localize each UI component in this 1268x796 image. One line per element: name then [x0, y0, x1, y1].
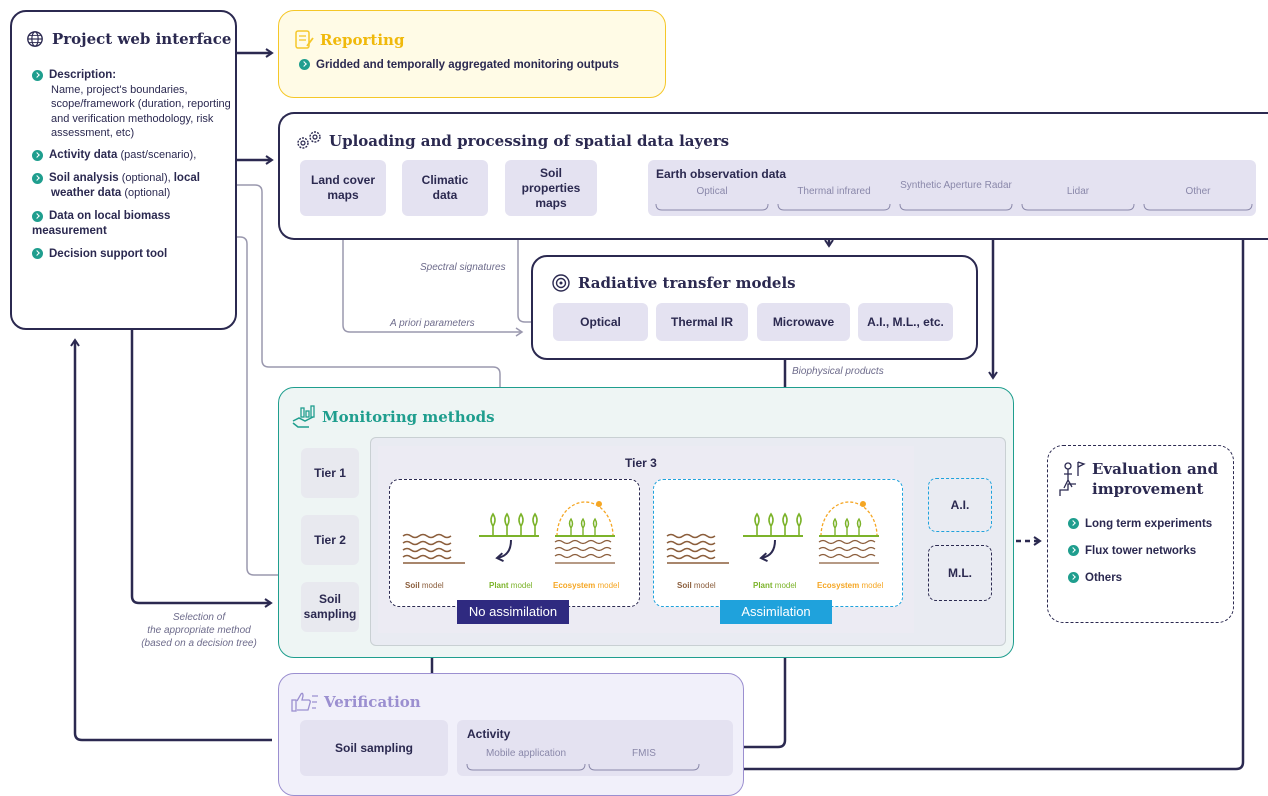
rtm-microwave-box: Microwave [757, 303, 850, 341]
list-item: Others [1068, 572, 1212, 584]
verification-soil-sampling-box: Soil sampling [300, 720, 448, 776]
globe-icon [27, 31, 43, 47]
tier-1: Tier 1 [301, 448, 359, 498]
reporting-panel: Reporting Gridded and temporally aggrega… [278, 10, 666, 98]
eo-other: Other [1185, 186, 1211, 197]
reporting-title: Reporting [320, 31, 405, 49]
check-circle-icon [32, 210, 43, 222]
soil-layers-icon [666, 533, 729, 564]
eo-sar: Synthetic Aperture Radar [900, 180, 1012, 191]
exchange-arrow-icon [759, 539, 776, 563]
list-item: Description: Name, project's boundaries,… [32, 68, 232, 140]
check-circle-icon [299, 59, 310, 71]
soil-layers-icon [402, 533, 465, 564]
project-title: Project web interface [52, 30, 232, 48]
tier-2: Tier 2 [301, 515, 359, 565]
eo-brackets [655, 203, 1253, 211]
rtm-thermal-ir-box: Thermal IR [656, 303, 748, 341]
ecosystem-model-label: Ecosystem model [553, 581, 620, 590]
uploading-title: Uploading and processing of spatial data… [329, 132, 730, 150]
eo-optical: Optical [696, 186, 728, 197]
assimilation-badge: Assimilation [720, 600, 832, 624]
arrow-soil-to-monitoring [228, 184, 505, 432]
report-icon [295, 30, 314, 49]
plant-model-label: Plant model [753, 581, 797, 590]
list-item: Long term experiments [1068, 518, 1212, 530]
plant-icon [479, 512, 539, 537]
arrow-landcover-to-rtm [342, 216, 524, 337]
ai-box: A.I. [928, 478, 992, 532]
check-circle-icon [1068, 545, 1079, 557]
monitoring-title: Monitoring methods [322, 408, 495, 426]
arrow-biomass-to-soil-model [228, 236, 400, 580]
activity-mobile-app: Mobile application [485, 748, 567, 759]
activity-brackets [466, 763, 700, 771]
climatic-data-box: Climatic data [402, 160, 488, 216]
tier3-title: Tier 3 [625, 456, 657, 470]
rtm-optical-box: Optical [553, 303, 648, 341]
gears-icon [297, 131, 321, 149]
check-circle-icon [32, 149, 43, 161]
check-circle-icon [32, 172, 43, 184]
verification-title: Verification [324, 693, 421, 711]
list-item: Decision support tool [32, 247, 232, 262]
eo-thermal-infrared: Thermal infrared [797, 186, 871, 197]
activity-fmis: FMIS [632, 748, 656, 759]
climbing-person-icon [1059, 461, 1086, 496]
plant-icon [743, 512, 803, 537]
list-item: Data on local biomass measurement [32, 209, 171, 237]
soil-model-label: Soil model [677, 581, 716, 590]
list-item: Soil analysis (optional), local weather … [32, 171, 232, 201]
activity-title: Activity [467, 727, 511, 741]
ecosystem-model-label: Ecosystem model [817, 581, 884, 590]
earth-observation-box: Earth observation data [648, 160, 1256, 216]
check-circle-icon [32, 248, 43, 260]
no-assimilation-badge: No assimilation [457, 600, 569, 624]
eo-lidar: Lidar [1066, 186, 1090, 197]
assim-models-illustration [666, 501, 879, 564]
no-assim-models-illustration [402, 501, 615, 564]
arrow-soilprops-to-rtm [517, 216, 552, 327]
check-circle-icon [1068, 572, 1079, 584]
rtm-ai-ml-box: A.I., M.L., etc. [858, 303, 953, 341]
arrow-verification-to-project [70, 338, 272, 742]
tier-soil-sampling: Soil sampling [301, 582, 359, 632]
arrow-project-to-soil-sampling [130, 330, 273, 608]
ml-box: M.L. [928, 545, 992, 601]
check-circle-icon [1068, 518, 1079, 530]
biophysical-products-label: Biophysical products [792, 366, 884, 377]
hand-chart-icon [292, 405, 315, 428]
eo-title: Earth observation data [656, 167, 787, 181]
ecosystem-icon [818, 501, 879, 564]
rtm-title: Radiative transfer models [578, 274, 796, 292]
apriori-parameters-label: A priori parameters [390, 318, 475, 329]
thumbs-up-icon [291, 692, 318, 712]
soil-properties-maps-box: Soil properties maps [505, 160, 597, 216]
exchange-arrow-icon [495, 539, 512, 563]
list-item: Flux tower networks [1068, 545, 1212, 557]
arrow-assimilation-to-activity [714, 628, 787, 752]
ecosystem-icon [554, 501, 615, 564]
reporting-item: Gridded and temporally aggregated monito… [299, 59, 619, 71]
arrow-other-to-activity [720, 212, 1245, 774]
soil-model-label: Soil model [405, 581, 444, 590]
plant-model-label: Plant model [489, 581, 533, 590]
check-circle-icon [32, 69, 43, 81]
project-web-interface-panel: Project web interface Description: Name,… [10, 10, 237, 330]
verification-activity-box: Activity Mobile application FMIS [457, 720, 733, 776]
list-item: Activity data (past/scenario), [32, 148, 232, 163]
spectral-signatures-label: Spectral signatures [420, 262, 506, 273]
radiation-icon [552, 274, 570, 292]
land-cover-maps-box: Land cover maps [300, 160, 386, 216]
